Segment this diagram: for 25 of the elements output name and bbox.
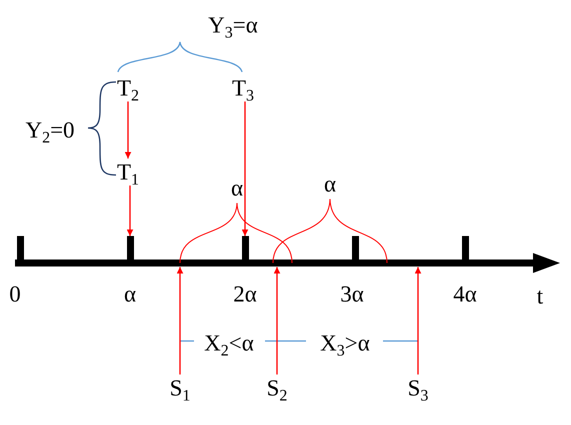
- event-label: S$_{3}$: [408, 376, 428, 400]
- tick-label: α: [124, 282, 136, 306]
- event-label: T$_{1}$: [116, 160, 140, 184]
- event-label: T$_{3}$: [232, 76, 254, 100]
- tick-label: 0: [9, 282, 21, 306]
- event-label: T$_{2}$: [116, 76, 140, 100]
- axis-label: t: [536, 284, 544, 308]
- arrow: [124, 102, 132, 158]
- brace-label: Y$_{3}$=α: [208, 14, 258, 36]
- brace-label: α: [230, 176, 244, 200]
- brace-label: Y$_{2}$=0: [25, 118, 75, 142]
- event-label: S$_{1}$: [170, 376, 190, 400]
- brace-label: α: [324, 172, 336, 196]
- interval-label: X$_{2}$<α: [204, 332, 254, 354]
- event-label: S$_{2}$: [266, 376, 288, 400]
- tick-label: 3α: [340, 282, 364, 306]
- arrow: [414, 267, 422, 374]
- interval-label: X$_{3}$>α: [320, 332, 370, 354]
- arrow: [126, 186, 134, 236]
- arrow: [274, 267, 280, 374]
- tick-label: 4α: [453, 282, 477, 306]
- tick-label: 2α: [233, 282, 257, 306]
- arrow: [242, 102, 248, 236]
- time-axis: [15, 236, 560, 273]
- arrow: [176, 267, 184, 374]
